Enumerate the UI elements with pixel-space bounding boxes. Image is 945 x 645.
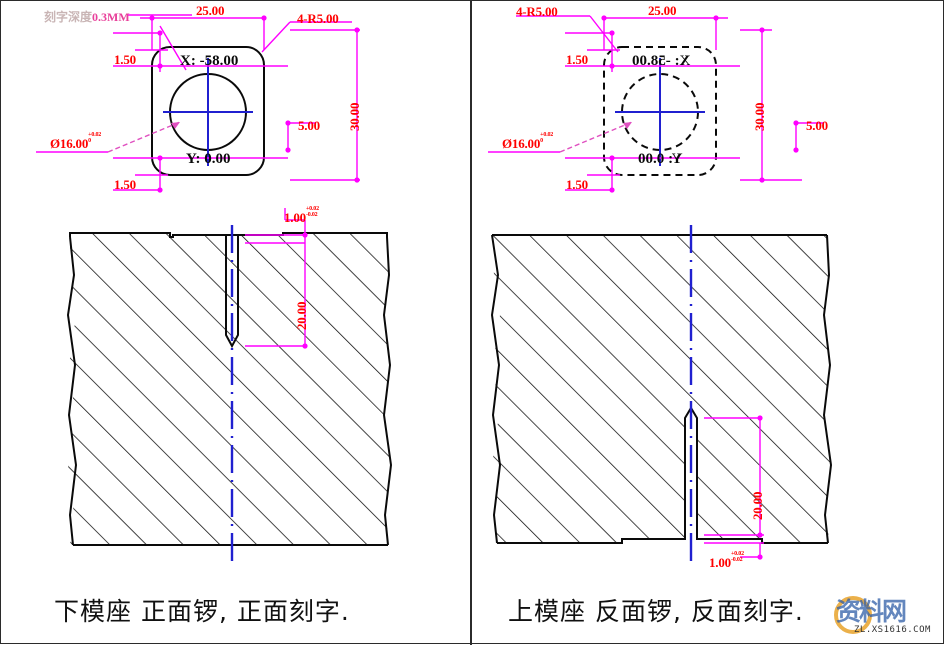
dim-plan-edge-top: 1.50 [566,52,588,67]
dim-plan-corner-radius: 4-R5.00 [297,11,339,26]
dimension-ticks-plan [149,15,360,193]
dim-plan-edge-bottom: 1.50 [566,177,588,192]
dim-plan-offset: 5.00 [298,118,320,133]
left-top-view [36,14,360,193]
dim-plan-width: 25.00 [648,3,677,18]
dim-plan-edge-bottom: 1.50 [114,177,136,192]
right-top-view [488,15,824,193]
left-drawing-panel: 刻字深度0.3MM 25.00 4-R5.00 1.50 1.50 5.00 3… [0,0,470,645]
right-section-view [490,225,833,563]
left-view-caption: 下模座 正面锣, 正面刻字. [54,597,350,626]
dim-plan-height: 30.00 [347,102,362,131]
dimension-ticks-plan [601,15,799,193]
dim-plan-height: 30.00 [752,102,767,131]
dimension-ticks-section [757,415,763,560]
part-outline-plan [151,46,265,176]
section-hatch [68,233,391,545]
part-outline-plan [603,46,717,176]
dim-plan-offset: 5.00 [806,118,828,133]
bore-leader [488,121,633,153]
dim-section-step: 1.00+0.02-0.02 [709,551,744,571]
section-break-right [822,234,833,544]
watermark-url: ZL.XS1616.COM [854,625,931,635]
section-break-left [490,234,502,544]
dim-section-step: 1.00+0.02-0.02 [284,206,319,226]
section-break-left [66,236,78,546]
engraving-text-x: X: -58.00 [180,53,239,69]
bore-leader [36,121,181,153]
watermark-ring-icon [834,596,872,634]
engraving-text-y: Y: 0.00 [186,151,231,167]
dim-plan-edge-top: 1.50 [114,52,136,67]
engraving-text-x: X: -58.00 [632,53,691,69]
dim-plan-width: 25.00 [196,3,225,18]
dim-plan-corner-radius: 4-R5.00 [516,4,558,19]
dimension-lines-plan [516,15,824,192]
site-watermark: 资料网 ZL.XS1616.COM [834,592,942,642]
section-outline [69,232,388,349]
section-break-right [382,236,393,546]
section-hatch [492,235,831,543]
engraving-depth-note: 刻字深度0.3MM [44,10,130,24]
dimension-lines-section [704,417,764,558]
dimension-ticks-section [302,232,308,349]
left-section-view [66,208,393,561]
dimension-lines-section [245,208,306,347]
right-view-caption: 上模座 反面锣, 反面刻字. [508,597,804,626]
dim-section-depth: 20.00 [750,491,765,520]
panel-divider [470,0,472,645]
engraving-text-y: Y: 0.00 [638,151,683,167]
dim-section-depth: 20.00 [294,301,309,330]
dimension-lines-plan [113,14,360,192]
watermark-text: 资料网 [836,597,907,626]
right-drawing-panel: 25.00 4-R5.00 1.50 1.50 5.00 30.00 Ø16.0… [472,0,945,645]
